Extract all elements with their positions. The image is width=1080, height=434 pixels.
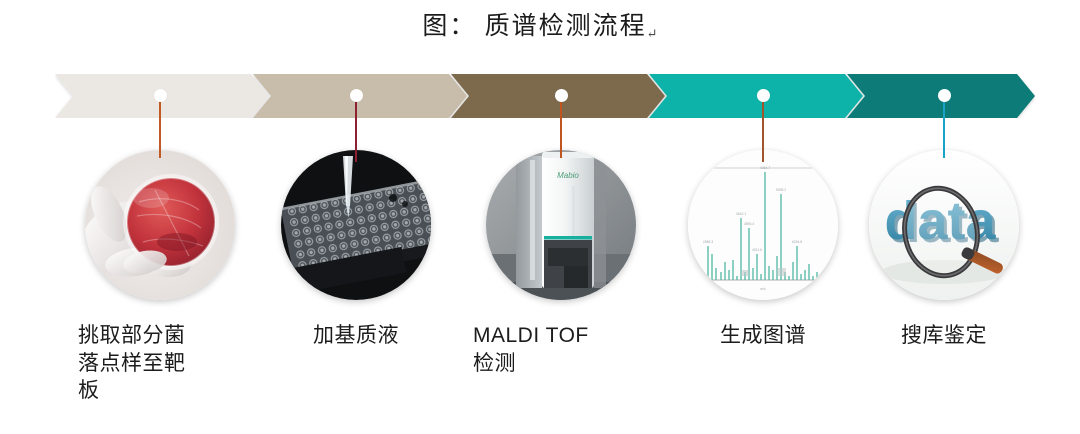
stage-1: 挑取部分菌 落点样至靶 板 — [58, 150, 262, 405]
title-trailing-mark: ↵ — [646, 26, 658, 41]
svg-text:m/z: m/z — [760, 287, 766, 291]
pipette-target-plate-photo — [281, 150, 431, 300]
petri-dish-photo — [85, 150, 235, 300]
stage-3-photo-wrap: Mabio — [486, 150, 636, 300]
stage-5-connector — [943, 96, 945, 158]
stage-1-connector — [159, 96, 161, 158]
stage-5-photo-wrap: data data — [869, 150, 1019, 300]
stage-2-caption: 加基质液 — [313, 324, 399, 347]
stage-2-node-dot — [349, 89, 363, 102]
stage-2-photo-wrap — [281, 150, 431, 300]
stage-4-node-dot — [756, 89, 770, 102]
svg-text:Mabio: Mabio — [557, 171, 579, 180]
page-title-text: 图： 质谱检测流程 — [422, 13, 647, 40]
svg-text:3890.4: 3890.4 — [744, 222, 754, 226]
stage-2-connector — [355, 96, 357, 162]
stage-3: Mabio MALDI TOF 检测 — [459, 150, 663, 377]
stage-1-caption: 挑取部分菌 落点样至靶 板 — [78, 324, 186, 403]
mass-spectrum-photo: 4364.7 5095.2 3642.1 3890.4 2585.3 6254.… — [688, 150, 838, 300]
stage-4-segment — [649, 74, 863, 118]
process-banner — [55, 74, 1035, 118]
maldi-tof-instrument-photo: Mabio — [486, 150, 636, 300]
stage-1-node-dot — [153, 89, 167, 102]
stage-4: 4364.7 5095.2 3642.1 3890.4 2585.3 6254.… — [661, 150, 865, 350]
stage-3-node-dot — [554, 89, 568, 102]
svg-text:6254.8: 6254.8 — [792, 240, 802, 244]
stage-5: data data 搜库鉴定 — [842, 150, 1046, 350]
stage-2: 加基质液 — [254, 150, 458, 350]
svg-text:4364.7: 4364.7 — [760, 166, 770, 170]
stage-5-node-dot — [937, 89, 951, 102]
stage-1-photo-wrap — [85, 150, 235, 300]
stage-4-connector — [762, 96, 764, 162]
stage-4-photo-wrap: 4364.7 5095.2 3642.1 3890.4 2585.3 6254.… — [688, 150, 838, 300]
data-magnifier-photo: data data — [869, 150, 1019, 300]
stage-4-caption: 生成图谱 — [720, 324, 806, 347]
stage-5-caption: 搜库鉴定 — [901, 324, 987, 347]
svg-text:5095.2: 5095.2 — [776, 188, 786, 192]
svg-text:3642.1: 3642.1 — [736, 212, 746, 216]
svg-text:2585.3: 2585.3 — [703, 240, 713, 244]
page-title: 图： 质谱检测流程↵ — [0, 6, 1080, 42]
stage-3-caption: MALDI TOF 检测 — [473, 324, 589, 375]
stage-3-connector — [560, 96, 562, 158]
svg-text:4011.6: 4011.6 — [752, 248, 762, 252]
